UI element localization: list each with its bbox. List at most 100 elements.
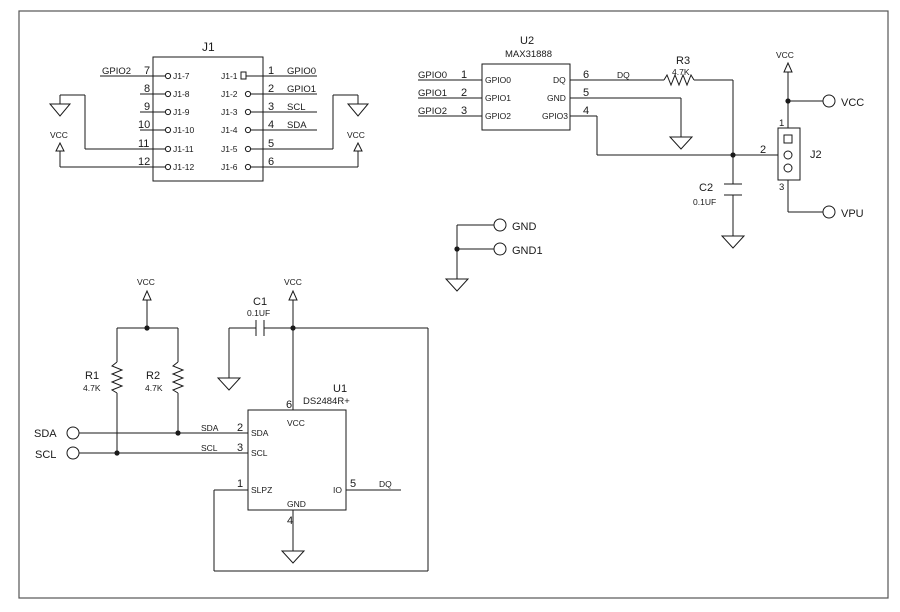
r2-zigzag — [171, 361, 185, 394]
j1-pin6-name: J1-6 — [221, 162, 238, 172]
j2-ref: J2 — [810, 149, 822, 161]
j1-right-ground-symbol — [346, 103, 370, 117]
u2-pin4-name: GPIO3 — [542, 111, 568, 121]
gnd1-port-label: GND1 — [512, 245, 543, 257]
c1-ground-symbol — [216, 377, 242, 391]
u1-pin6-num: 6 — [286, 399, 292, 411]
drawing-frame — [18, 10, 889, 599]
u2-part: MAX31888 — [505, 49, 552, 60]
j1-pin5-num: 5 — [268, 138, 274, 150]
r1-value: 4.7K — [83, 383, 101, 393]
vpu-port — [822, 205, 836, 219]
sda-port-label: SDA — [34, 428, 57, 440]
vcc-port-label: VCC — [841, 97, 864, 109]
vcc-port — [822, 94, 836, 108]
j1-pin10-name: J1-10 — [173, 125, 195, 135]
c2-ground-symbol — [720, 235, 746, 249]
ic-u2: U2 MAX31888 GPIO0 GPIO1 GPIO2 1 2 3 GPIO… — [418, 35, 778, 156]
u1-pin5-num: 5 — [350, 478, 356, 490]
j1-pin10-num: 10 — [138, 119, 150, 131]
gnd1-port — [493, 242, 507, 256]
gnd-port — [493, 218, 507, 232]
r3-value: 4.7K — [672, 67, 690, 77]
vpu-port-label: VPU — [841, 208, 864, 220]
j1-body — [152, 56, 264, 182]
gnd-port-label: GND — [512, 221, 537, 233]
resistor-r3: R3 4.7K — [663, 55, 736, 158]
u2-net-gpio0: GPIO0 — [418, 70, 447, 81]
u1-pin2-num: 2 — [237, 422, 243, 434]
u1-net-scl: SCL — [201, 443, 218, 453]
u2-pin6-num: 6 — [583, 69, 589, 81]
connector-j1: J1 GPIO2 7 8 9 10 11 12 J1-7 J1-8 J1-9 J… — [48, 40, 370, 182]
j2-vcc-label: VCC — [776, 50, 794, 60]
pullup-vcc-label: VCC — [137, 277, 155, 287]
j1-left-vcc-arrow — [55, 141, 65, 152]
j1-pin9-num: 9 — [144, 101, 150, 113]
u2-pin1-name: GPIO0 — [485, 75, 511, 85]
c2-value: 0.1UF — [693, 197, 716, 207]
u1-pin2-name: SDA — [251, 428, 269, 438]
j1-pin11-num: 11 — [138, 138, 149, 150]
j1-pin6-num: 6 — [268, 156, 274, 168]
j1-ref: J1 — [202, 40, 215, 54]
r3-ref: R3 — [676, 55, 690, 67]
j1-pin12-name: J1-12 — [173, 162, 195, 172]
u2-ref: U2 — [520, 35, 534, 47]
j1-pin1-num: 1 — [268, 65, 274, 77]
r2-value: 4.7K — [145, 383, 163, 393]
u2-pin1-num: 1 — [461, 69, 467, 81]
u2-pin5-num: 5 — [583, 87, 589, 99]
u1-pin1-name: SLPZ — [251, 485, 272, 495]
j1-pin5-name: J1-5 — [221, 144, 238, 154]
pullup-vcc-arrow — [142, 289, 152, 301]
u2-ground-symbol — [668, 136, 694, 150]
r3-zigzag — [663, 73, 695, 87]
u1-net-sda: SDA — [201, 423, 219, 433]
u1-part: DS2484R+ — [303, 396, 350, 407]
u2-pin2-name: GPIO1 — [485, 93, 511, 103]
j1-net-gpio1: GPIO1 — [287, 84, 316, 95]
scl-port-label: SCL — [35, 449, 56, 461]
r1-zigzag — [110, 361, 124, 394]
j1-pin3-num: 3 — [268, 101, 274, 113]
u1-ref: U1 — [333, 383, 347, 395]
u1-pin4-num: 4 — [287, 515, 293, 527]
u1-vcc-label: VCC — [284, 277, 302, 287]
j1-pin2-num: 2 — [268, 83, 274, 95]
u1-pin4-name: GND — [287, 499, 306, 509]
j1-net-gpio2: GPIO2 — [102, 66, 131, 77]
u2-pin4-num: 4 — [583, 105, 589, 117]
j1-left-vcc-label: VCC — [50, 130, 68, 140]
j2-vcc-arrow — [783, 61, 793, 73]
c1-value: 0.1UF — [247, 308, 270, 318]
j1-pin7-num: 7 — [144, 65, 150, 77]
sda-port — [66, 426, 80, 440]
u2-pin6-name: DQ — [553, 75, 566, 85]
j1-pin12-num: 12 — [138, 156, 150, 168]
j2-pin1-num: 1 — [779, 118, 784, 129]
ground-ports: GND GND1 — [444, 218, 543, 292]
j2-body — [777, 127, 801, 181]
u2-net-dq: DQ — [617, 70, 630, 80]
j1-pin9-name: J1-9 — [173, 107, 190, 117]
r2-ref: R2 — [146, 370, 160, 382]
u1-pin3-name: SCL — [251, 448, 268, 458]
j1-net-scl: SCL — [287, 102, 305, 113]
u2-net-gpio2: GPIO2 — [418, 106, 447, 117]
pullup-resistors: VCC R1 4.7K R2 4.7K — [83, 277, 185, 456]
j1-net-sda: SDA — [287, 120, 307, 131]
scl-port — [66, 446, 80, 460]
j1-right-vcc-arrow — [353, 141, 363, 152]
u1-pin6-name: VCC — [287, 418, 305, 428]
u2-pin3-num: 3 — [461, 105, 467, 117]
j1-pin7-name: J1-7 — [173, 71, 190, 81]
u1-pin5-name: IO — [333, 485, 342, 495]
j1-pin2-name: J1-2 — [221, 89, 238, 99]
u1-pin3-num: 3 — [237, 442, 243, 454]
u2-pin5-name: GND — [547, 93, 566, 103]
c2-ref: C2 — [699, 182, 713, 194]
u1-vcc-arrow — [288, 289, 298, 301]
